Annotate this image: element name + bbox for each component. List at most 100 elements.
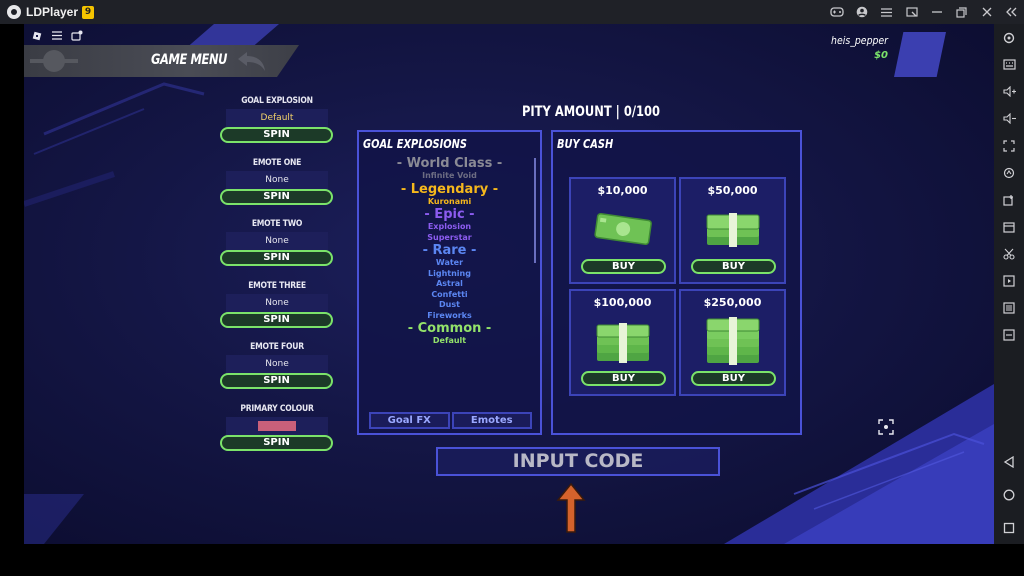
menu-item-value: None xyxy=(226,293,328,312)
menu-item-goal-explosion: GOAL EXPLOSION Default SPIN xyxy=(220,94,334,156)
spin-emote-two-button[interactable]: SPIN xyxy=(220,250,333,266)
bottom-letterbox xyxy=(0,544,1024,576)
volume-down-icon[interactable] xyxy=(994,105,1024,132)
cash-pack-50000: $50,000 BUY xyxy=(679,177,786,284)
buy-250000-button[interactable]: BUY xyxy=(691,371,776,386)
player-name: heis_pepper xyxy=(831,34,888,47)
rarity-item: Water xyxy=(435,258,464,267)
screen-resize-icon[interactable] xyxy=(994,132,1024,159)
minimize-icon[interactable] xyxy=(924,0,949,24)
back-arrow-icon[interactable] xyxy=(235,48,269,74)
player-avatar-card xyxy=(894,32,946,77)
game-viewport: GAME MENU heis_pepper $0 GOAL EXPLOSION … xyxy=(24,24,994,544)
more-icon[interactable] xyxy=(994,321,1024,348)
cash-pack-10000: $10,000 BUY xyxy=(569,177,676,284)
rotate-icon[interactable] xyxy=(994,159,1024,186)
ldplayer-logo-icon xyxy=(7,5,21,19)
rarity-item: Explosion xyxy=(427,222,472,231)
rarity-list-scrollbar[interactable] xyxy=(534,158,536,263)
multi-instance-icon[interactable] xyxy=(994,294,1024,321)
player-cash: $0 xyxy=(874,50,888,61)
buy-cash-title: BUY CASH xyxy=(557,137,614,151)
restore-icon[interactable] xyxy=(949,0,974,24)
menu-item-value: Default xyxy=(226,109,328,127)
rarity-item: Default xyxy=(432,336,467,345)
android-recent-icon[interactable] xyxy=(994,511,1024,544)
menu-item-label: EMOTE ONE xyxy=(252,157,302,168)
version-badge: 9 xyxy=(82,5,95,19)
rarity-list[interactable]: - World Class -Infinite Void- Legendary … xyxy=(359,156,540,347)
goal-explosions-panel: GOAL EXPLOSIONS - World Class -Infinite … xyxy=(357,130,542,435)
scissors-icon[interactable] xyxy=(994,240,1024,267)
cash-pack-100000: $100,000 BUY xyxy=(569,289,676,396)
menu-item-label: PRIMARY COLOUR xyxy=(240,403,314,414)
rarity-item: Infinite Void xyxy=(422,171,477,180)
menu-item-value: None xyxy=(226,170,328,189)
rarity-tier-heading: - Legendary - xyxy=(400,181,499,197)
video-icon[interactable] xyxy=(994,267,1024,294)
close-icon[interactable] xyxy=(974,0,999,24)
menu-item-label: EMOTE THREE xyxy=(248,280,306,291)
money-pile-icon xyxy=(706,317,760,365)
tab-goal-fx[interactable]: Goal FX xyxy=(369,412,450,429)
money-stacks-icon xyxy=(596,323,650,363)
spin-emote-three-button[interactable]: SPIN xyxy=(220,311,333,328)
menu-icon[interactable] xyxy=(874,0,899,24)
rarity-item: Astral xyxy=(436,279,463,288)
background-decoration xyxy=(24,24,994,544)
cash-pack-250000: $250,000 BUY xyxy=(679,289,786,396)
rarity-tier-heading: - Rare - xyxy=(422,243,477,258)
spin-goal-explosion-button[interactable]: SPIN xyxy=(220,127,333,143)
menu-item-emote-one: EMOTE ONE None SPIN xyxy=(220,156,334,218)
add-app-icon[interactable] xyxy=(994,186,1024,213)
game-menu-title: GAME MENU xyxy=(151,52,228,68)
account-icon[interactable] xyxy=(849,0,874,24)
emulator-titlebar: LDPlayer 9 xyxy=(0,0,1024,24)
app-name: LDPlayer xyxy=(26,5,79,19)
buy-cash-panel: BUY CASH $10,000 BUY $50,000 BUY $100,00… xyxy=(551,130,802,435)
buy-100000-button[interactable]: BUY xyxy=(581,371,666,386)
ball-emblem-icon xyxy=(30,48,78,74)
buy-50000-button[interactable]: BUY xyxy=(691,259,776,274)
cash-pack-amount: $50,000 xyxy=(707,184,758,197)
chat-icon[interactable] xyxy=(70,29,83,42)
cash-pack-amount: $250,000 xyxy=(703,296,762,309)
android-back-icon[interactable] xyxy=(994,445,1024,478)
fullscreen-exit-icon[interactable] xyxy=(899,0,924,24)
rarity-item: Fireworks xyxy=(427,310,472,320)
emulator-sidebar xyxy=(994,24,1024,544)
spin-emote-four-button[interactable]: SPIN xyxy=(220,373,333,389)
gamepad-icon[interactable] xyxy=(824,0,849,24)
buy-10000-button[interactable]: BUY xyxy=(581,259,666,274)
tab-emotes[interactable]: Emotes xyxy=(451,412,532,429)
settings-icon[interactable] xyxy=(994,24,1024,51)
roblox-menu-icon[interactable] xyxy=(50,29,63,42)
money-bills-icon xyxy=(594,213,652,246)
primary-colour-swatch-box xyxy=(226,416,328,435)
rarity-item: Superstar xyxy=(427,232,472,242)
player-info: heis_pepper $0 xyxy=(830,28,946,77)
goal-explosions-title: GOAL EXPLOSIONS xyxy=(363,137,467,151)
spin-menu: GOAL EXPLOSION Default SPIN EMOTE ONE No… xyxy=(220,94,334,463)
pity-amount: PITY AMOUNT | 0/100 xyxy=(522,104,660,120)
spin-primary-colour-button[interactable]: SPIN xyxy=(220,434,333,451)
collapse-icon[interactable] xyxy=(999,0,1024,24)
apk-icon[interactable] xyxy=(994,213,1024,240)
android-home-icon[interactable] xyxy=(994,478,1024,511)
money-stack-icon xyxy=(706,213,760,247)
cash-pack-amount: $100,000 xyxy=(593,296,652,309)
input-code-button[interactable]: INPUT CODE xyxy=(436,447,720,476)
rarity-tier-heading: - Epic - xyxy=(424,207,475,222)
rarity-tier-heading: - Common - xyxy=(407,321,492,336)
spin-emote-one-button[interactable]: SPIN xyxy=(220,188,333,205)
rarity-tier-heading: - World Class - xyxy=(396,156,503,171)
menu-item-emote-three: EMOTE THREE None SPIN xyxy=(220,279,334,341)
volume-up-icon[interactable] xyxy=(994,78,1024,105)
menu-item-primary-colour: PRIMARY COLOUR SPIN xyxy=(220,402,334,464)
roblox-icon[interactable] xyxy=(30,29,43,42)
rarity-item: Kuronami xyxy=(427,196,472,206)
keyboard-icon[interactable] xyxy=(994,51,1024,78)
menu-item-label: EMOTE FOUR xyxy=(250,342,304,352)
focus-target-icon[interactable] xyxy=(878,419,894,435)
menu-item-label: GOAL EXPLOSION xyxy=(241,96,313,106)
